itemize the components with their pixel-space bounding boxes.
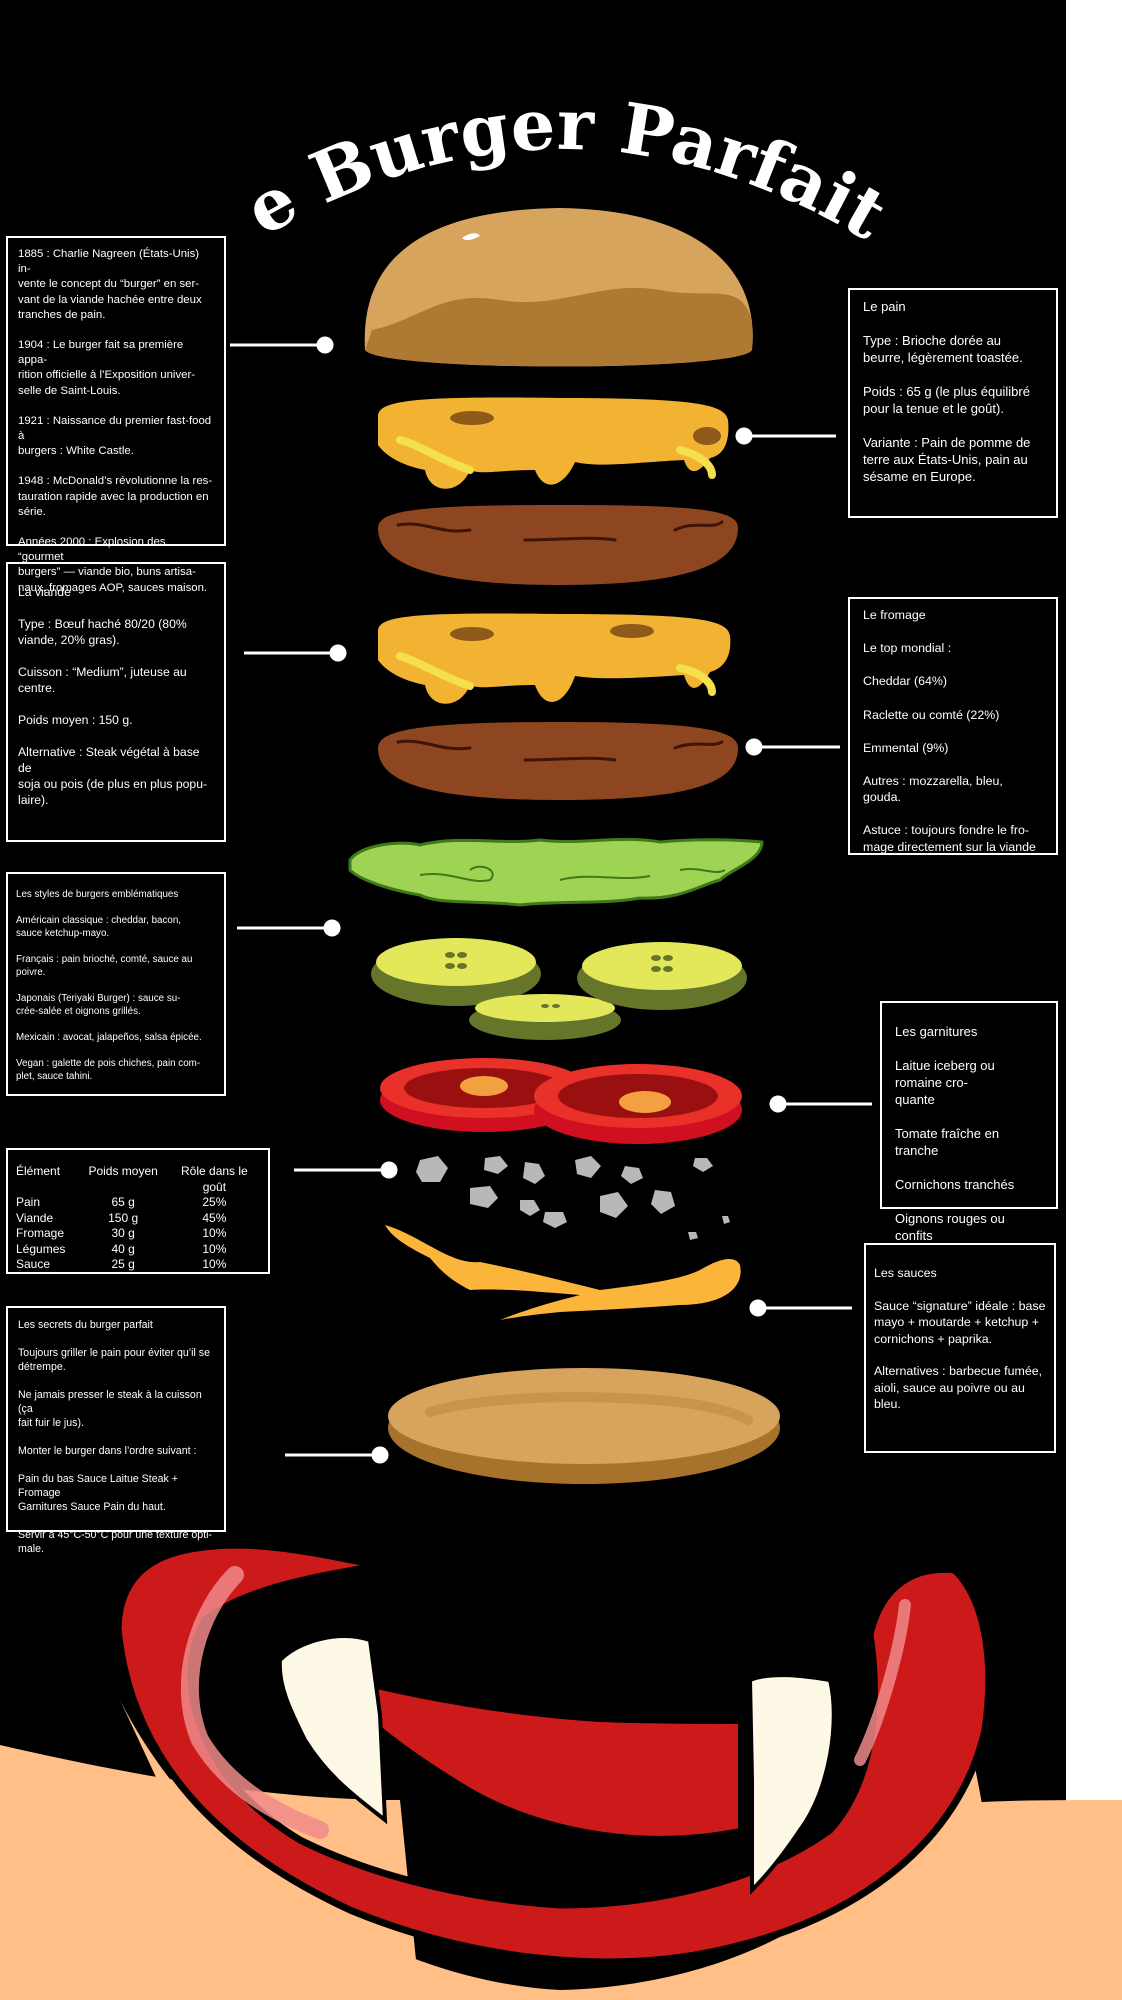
table-row: Pain 65 g 25% bbox=[16, 1195, 260, 1211]
teeth-right bbox=[747, 1673, 836, 1895]
styles-item: Vegan : galette de pois chiches, pain co… bbox=[16, 1058, 201, 1082]
table-header: Rôle dans le goût bbox=[181, 1164, 248, 1194]
table-cell: 150 g bbox=[108, 1210, 139, 1225]
meat-item: Type : Bœuf haché 80/20 (80% viande, 20%… bbox=[18, 617, 187, 647]
sauces-title: Les sauces bbox=[874, 1266, 937, 1280]
meat-item: Cuisson : “Medium”, juteuse au centre. bbox=[18, 665, 187, 695]
styles-item: Mexicain : avocat, jalapeños, salsa épic… bbox=[16, 1032, 202, 1043]
sauce bbox=[385, 1225, 741, 1320]
history-item: Années 2000 : Explosion des “gourmet bur… bbox=[18, 536, 208, 594]
history-box: 1885 : Charlie Nagreen (États-Unis) in- … bbox=[6, 236, 226, 594]
cheese-item: Cheddar (64%) bbox=[863, 674, 948, 689]
meat-box: La viande Type : Bœuf haché 80/20 (80% v… bbox=[6, 562, 226, 842]
garnishes-item: Tomate fraîche en tranche bbox=[895, 1126, 1000, 1158]
table-row: Sauce 25 g 10% bbox=[16, 1257, 260, 1273]
table-cell: Sauce bbox=[16, 1257, 51, 1271]
garnishes-item: Cornichons tranchés bbox=[895, 1177, 1015, 1192]
table-cell: 25% bbox=[202, 1195, 227, 1209]
bread-item: Type : Brioche dorée au beurre, légèreme… bbox=[863, 333, 1023, 365]
cheese-box: Le fromage Le top mondial : Cheddar (64%… bbox=[848, 597, 1058, 855]
cheese-hole bbox=[610, 624, 654, 638]
onion-pieces bbox=[416, 1156, 730, 1240]
table-cell: 25 g bbox=[111, 1257, 135, 1271]
styles-box: Les styles de burgers emblématiques Amér… bbox=[6, 872, 226, 1096]
meat-item: Alternative : Steak végétal à base de so… bbox=[18, 745, 208, 807]
bun-highlight bbox=[462, 233, 480, 241]
secrets-title: Les secrets du burger parfait bbox=[18, 1319, 153, 1331]
table-row: Fromage 30 g 10% bbox=[16, 1226, 260, 1242]
styles-title: Les styles de burgers emblématiques bbox=[16, 889, 179, 900]
table-cell: 10% bbox=[202, 1226, 227, 1240]
history-item: 1885 : Charlie Nagreen (États-Unis) in- … bbox=[18, 248, 202, 321]
cheese-hole bbox=[693, 427, 721, 445]
bread-box: Le pain Type : Brioche dorée au beurre, … bbox=[848, 288, 1058, 518]
skin-chin bbox=[120, 1700, 1010, 2000]
secrets-item: Ne jamais presser le steak à la cuisson … bbox=[18, 1389, 202, 1429]
meat-item: Poids moyen : 150 g. bbox=[18, 713, 133, 727]
table-header: Élément bbox=[16, 1164, 61, 1178]
patty-2 bbox=[378, 722, 738, 800]
secrets-item: Pain du bas Sauce Laitue Steak + Fromage… bbox=[18, 1473, 178, 1513]
table-cell: 45% bbox=[202, 1210, 227, 1225]
sauces-item: Alternatives : barbecue fumée, aioli, sa… bbox=[874, 1364, 1043, 1411]
secrets-box: Les secrets du burger parfait Toujours g… bbox=[6, 1306, 226, 1555]
cheese-item: Astuce : toujours fondre le fro- mage di… bbox=[863, 823, 1036, 854]
teeth-left bbox=[277, 1634, 388, 1825]
cheese-item: Autres : mozzarella, bleu, gouda. bbox=[863, 774, 1003, 805]
tongue bbox=[325, 1671, 742, 1840]
garnishes-box: Les garnitures Laitue iceberg ou romaine… bbox=[880, 1001, 1058, 1243]
bread-item: Variante : Pain de pomme de terre aux Ét… bbox=[863, 435, 1031, 484]
bread-item: Poids : 65 g (le plus équilibré pour la … bbox=[863, 384, 1030, 416]
table-cell: 10% bbox=[202, 1241, 227, 1256]
secrets-item: Servir à 45°C-50°C pour une texture opti… bbox=[18, 1529, 212, 1555]
styles-item: Français : pain brioché, comté, sauce au… bbox=[16, 954, 193, 978]
connector-lines bbox=[230, 336, 872, 1464]
table-cell: 10% bbox=[202, 1257, 227, 1271]
bread-title: Le pain bbox=[863, 299, 906, 314]
cheese-hole bbox=[450, 411, 494, 425]
garnishes-item: Laitue iceberg ou romaine cro- quante bbox=[895, 1058, 995, 1107]
table-header-row: Élément Poids moyen Rôle dans le goût bbox=[16, 1164, 260, 1195]
table-cell: Légumes bbox=[16, 1241, 66, 1256]
sauces-box: Les sauces Sauce “signature” idéale : ba… bbox=[864, 1243, 1056, 1453]
table-cell: 40 g bbox=[111, 1241, 135, 1256]
table-cell: Fromage bbox=[16, 1226, 65, 1240]
secrets-item: Toujours griller le pain pour éviter qu’… bbox=[18, 1347, 210, 1373]
lettuce bbox=[348, 837, 764, 907]
garnishes-title: Les garnitures bbox=[895, 1024, 978, 1039]
history-item: 1948 : McDonald’s révolutionne la res- t… bbox=[18, 475, 213, 518]
garnishes-item: Oignons rouges ou confits bbox=[895, 1211, 1005, 1243]
history-item: 1921 : Naissance du premier fast-food à … bbox=[18, 414, 212, 458]
table-cell: 30 g bbox=[111, 1226, 135, 1240]
secrets-item: Monter le burger dans l’ordre suivant : bbox=[18, 1445, 197, 1457]
cheese-title: Le fromage bbox=[863, 608, 926, 622]
cheese-hole bbox=[450, 627, 494, 641]
lips bbox=[114, 1541, 993, 1966]
patty-1 bbox=[378, 505, 738, 585]
sauces-item: Sauce “signature” idéale : base mayo + m… bbox=[874, 1298, 1046, 1346]
meat-title: La viande bbox=[18, 585, 71, 599]
history-item: 1904 : Le burger fait sa première appa- … bbox=[18, 339, 196, 397]
weights-table: Élément Poids moyen Rôle dans le goût Pa… bbox=[6, 1148, 270, 1274]
table-cell: Viande bbox=[16, 1210, 54, 1225]
cheese-item: Le top mondial : bbox=[863, 641, 952, 656]
table-row: Viande 150 g 45% bbox=[16, 1211, 260, 1227]
table-cell: 65 g bbox=[111, 1195, 135, 1209]
cheese-item: Emmental (9%) bbox=[863, 740, 949, 755]
table-row: Légumes 40 g 10% bbox=[16, 1242, 260, 1258]
styles-item: Japonais (Teriyaki Burger) : sauce su- c… bbox=[16, 993, 181, 1017]
styles-item: Américain classique : cheddar, bacon, sa… bbox=[16, 915, 182, 939]
cheese-item: Raclette ou comté (22%) bbox=[863, 707, 1000, 722]
table-cell: Pain bbox=[16, 1195, 41, 1209]
table-header: Poids moyen bbox=[88, 1164, 158, 1178]
